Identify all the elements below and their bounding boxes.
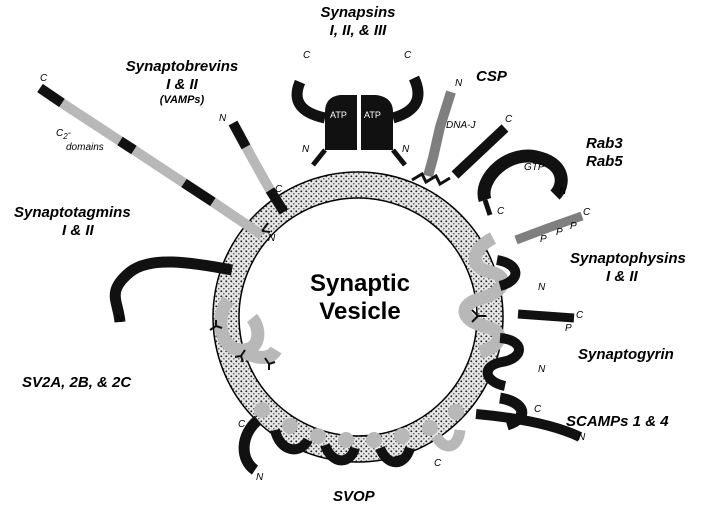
vesicle-title-line1: Synaptic [275,270,445,298]
sv2-n: N [116,314,123,325]
rab-protein [484,156,561,215]
synapsin-n-right: N [402,144,409,155]
scamps-c: C [534,404,541,415]
vesicle-title-line2: Vesicle [275,298,445,326]
sv2-protein [115,262,276,370]
csp-c: C [505,114,512,125]
synapsin-c-right: C [404,50,411,61]
synaptobrevin-n: N [219,113,226,124]
c2-suffix: - [68,128,71,139]
label-rab: Rab3 Rab5 [586,135,623,171]
label-csp: CSP [476,68,507,86]
label-synaptobrevins-line2: I & II [102,76,262,94]
synaptophysin-p3: P [570,221,577,232]
synapsin-c-left: C [303,50,310,61]
label-scamps: SCAMPs 1 & 4 [566,413,669,431]
label-rab-line2: Rab5 [586,153,623,171]
label-synaptophysins: Synaptophysins I & II [570,250,686,286]
svop-n: N [256,472,263,483]
label-synaptotagmins: Synaptotagmins I & II [14,204,131,240]
synapsins-dimer [297,78,418,165]
scamps-n: N [578,432,585,443]
label-synaptobrevins-line3: (VAMPs) [102,94,262,107]
synaptophysin-n: N [538,282,545,293]
synaptotagmin-n: N [268,233,275,244]
synaptobrevin-c: C [275,184,282,195]
synaptogyrin-n: N [538,364,545,375]
synaptotagmin-c: C [40,73,47,84]
csp-n: N [455,78,462,89]
synaptophysin-p1: P [540,234,547,245]
label-rab-line1: Rab3 [586,135,623,153]
label-svop: SVOP [333,488,375,506]
synaptophysin-c: C [583,207,590,218]
label-sv2: SV2A, 2B, & 2C [22,374,131,392]
label-synapsins-line1: Synapsins [298,4,418,22]
rab-c: C [497,206,504,217]
label-synaptotagmins-line2: I & II [14,222,131,240]
label-synaptophysins-line2: I & II [570,268,686,286]
vesicle-title: Synaptic Vesicle [275,270,445,326]
synaptogyrin-p: P [565,323,572,334]
synapsin-n-left: N [302,144,309,155]
c2-line2: domains [56,142,126,153]
rab-n: N [559,186,566,197]
scamps-protein [476,398,580,437]
atp-left-label: ATP [330,110,347,121]
atp-right-label: ATP [364,110,381,121]
synaptogyrin-c: C [576,310,583,321]
gtp-label: GTP [524,162,545,173]
label-synapsins-line2: I, II, & III [298,22,418,40]
label-synaptophysins-line1: Synaptophysins [570,250,686,268]
label-synaptobrevins-line1: Synaptobrevins [102,58,262,76]
synaptobrevins-protein [233,123,284,212]
c2-domains-label: C2- domains [56,128,126,153]
svop-c-right: C [434,458,441,469]
label-synaptogyrin: Synaptogyrin [578,346,674,364]
label-synaptobrevins: Synaptobrevins I & II (VAMPs) [102,58,262,107]
label-synapsins: Synapsins I, II, & III [298,4,418,40]
svop-c-left: C [238,419,245,430]
label-synaptotagmins-line1: Synaptotagmins [14,204,131,222]
synaptophysin-p2: P [556,227,563,238]
dnaj-label: DNA-J [446,120,475,131]
